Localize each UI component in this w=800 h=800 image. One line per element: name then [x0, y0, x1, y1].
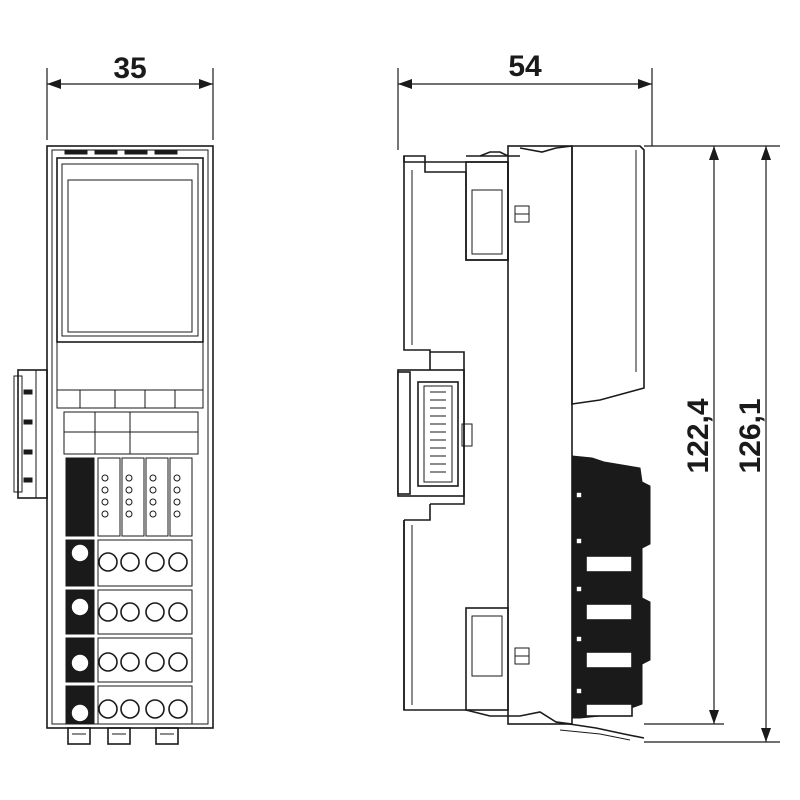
dimension-width-label: 35: [113, 52, 146, 85]
led-dots: [101, 474, 181, 518]
side-view: [397, 145, 651, 741]
dimension-depth-label: 54: [508, 50, 542, 83]
dimension-depth: 54: [397, 50, 653, 150]
dimension-height-inner-label: 122,4: [682, 398, 715, 473]
dimension-height-outer-label: 126,1: [734, 398, 767, 473]
dimension-heights: 122,4 126,1: [644, 145, 780, 743]
front-view: [13, 145, 214, 745]
dimension-width: 35: [46, 52, 214, 140]
connector-pins: [430, 391, 446, 473]
terminal-rows: [97, 539, 193, 725]
